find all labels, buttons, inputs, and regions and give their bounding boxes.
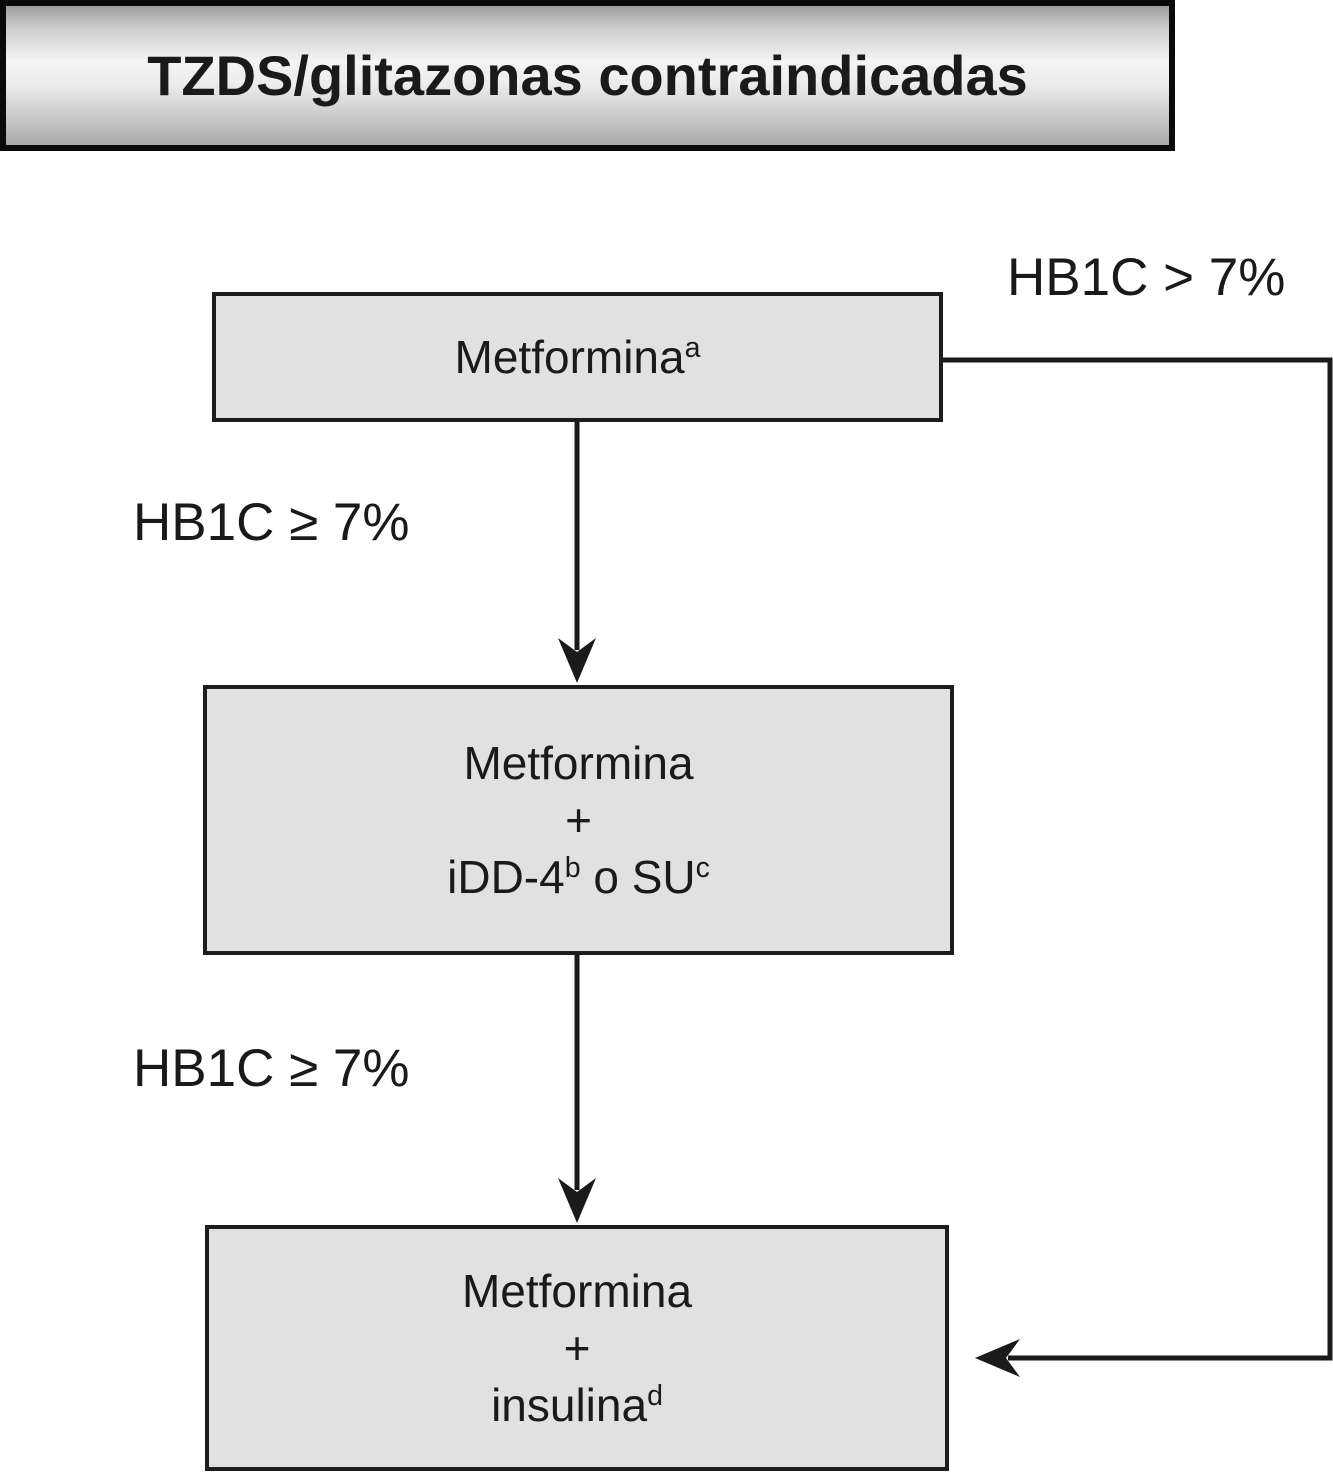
node-row: Metformina <box>463 736 694 789</box>
node-row: insulinad <box>491 1377 663 1434</box>
node-metformina-idd4-su: Metformina + iDD-4b o SUc <box>203 685 954 955</box>
label-hb1c-gt-7: HB1C > 7% <box>1007 248 1286 307</box>
diagram-title: TZDS/glitazonas contraindicadas <box>147 44 1028 107</box>
drug-name: iDD-4 <box>447 850 565 903</box>
node-metformina: Metforminaa <box>212 292 943 422</box>
plus-sign: + <box>563 1321 591 1374</box>
arrow-left-head-icon <box>975 1339 1020 1377</box>
node-metformina-insulina: Metformina + insulinad <box>205 1225 949 1471</box>
footnote-marker: b <box>564 851 581 884</box>
arrow-down-1-head-icon <box>558 638 596 683</box>
label-hb1c-ge-7-second: HB1C ≥ 7% <box>133 1039 410 1098</box>
node-row: Metformina <box>461 1264 693 1317</box>
footnote-marker: c <box>695 851 710 884</box>
drug-name: Metformina <box>454 330 685 383</box>
node-row: iDD-4b o SUc <box>447 849 710 906</box>
footnote-marker: a <box>684 331 701 364</box>
arrow-down-2-head-icon <box>558 1178 596 1223</box>
footnote-marker: d <box>647 1379 663 1412</box>
plus-sign: + <box>565 793 592 846</box>
drug-name: insulina <box>491 1378 648 1431</box>
label-hb1c-ge-7-first: HB1C ≥ 7% <box>133 493 410 552</box>
node-row: Metforminaa <box>455 329 701 386</box>
feedback-connector-line <box>942 357 1333 1361</box>
drug-name: o SU <box>580 850 696 903</box>
title-banner: TZDS/glitazonas contraindicadas <box>0 0 1175 151</box>
